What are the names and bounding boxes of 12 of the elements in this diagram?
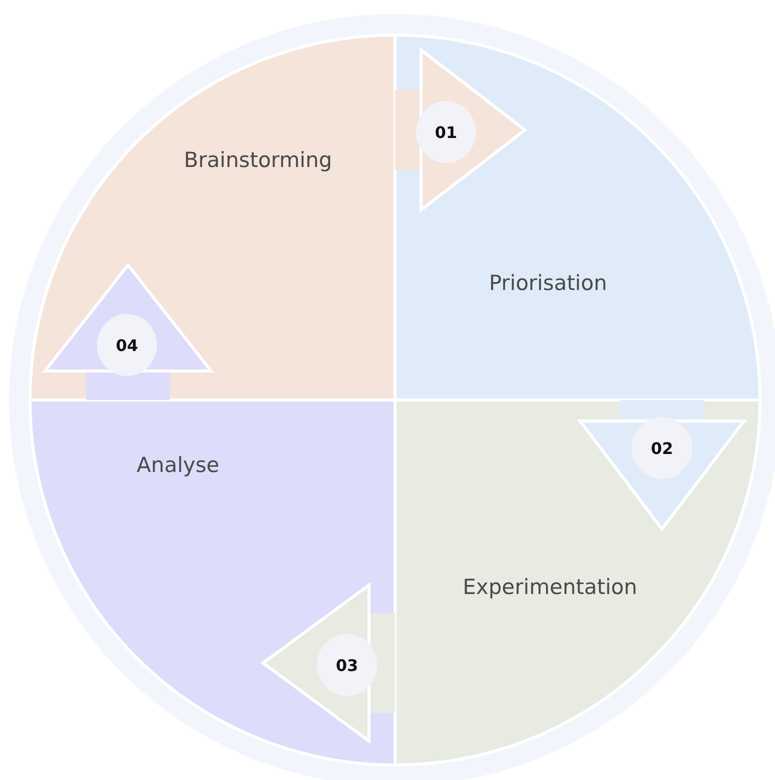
- stage-label: Priorisation: [488, 271, 608, 295]
- block-arrow: [578, 400, 746, 530]
- block-arrow: [44, 264, 212, 400]
- stage-label: Experimentation: [462, 575, 638, 599]
- stage-label: Analyse: [136, 453, 220, 477]
- block-arrow: [262, 584, 395, 742]
- stage-label: Brainstorming: [184, 148, 332, 172]
- quadrant-segment: [395, 35, 760, 400]
- quadrant-segment: [30, 400, 395, 765]
- block-arrow: [395, 48, 526, 212]
- quadrant-segment: [30, 35, 395, 400]
- quadrant-segment: [395, 400, 760, 765]
